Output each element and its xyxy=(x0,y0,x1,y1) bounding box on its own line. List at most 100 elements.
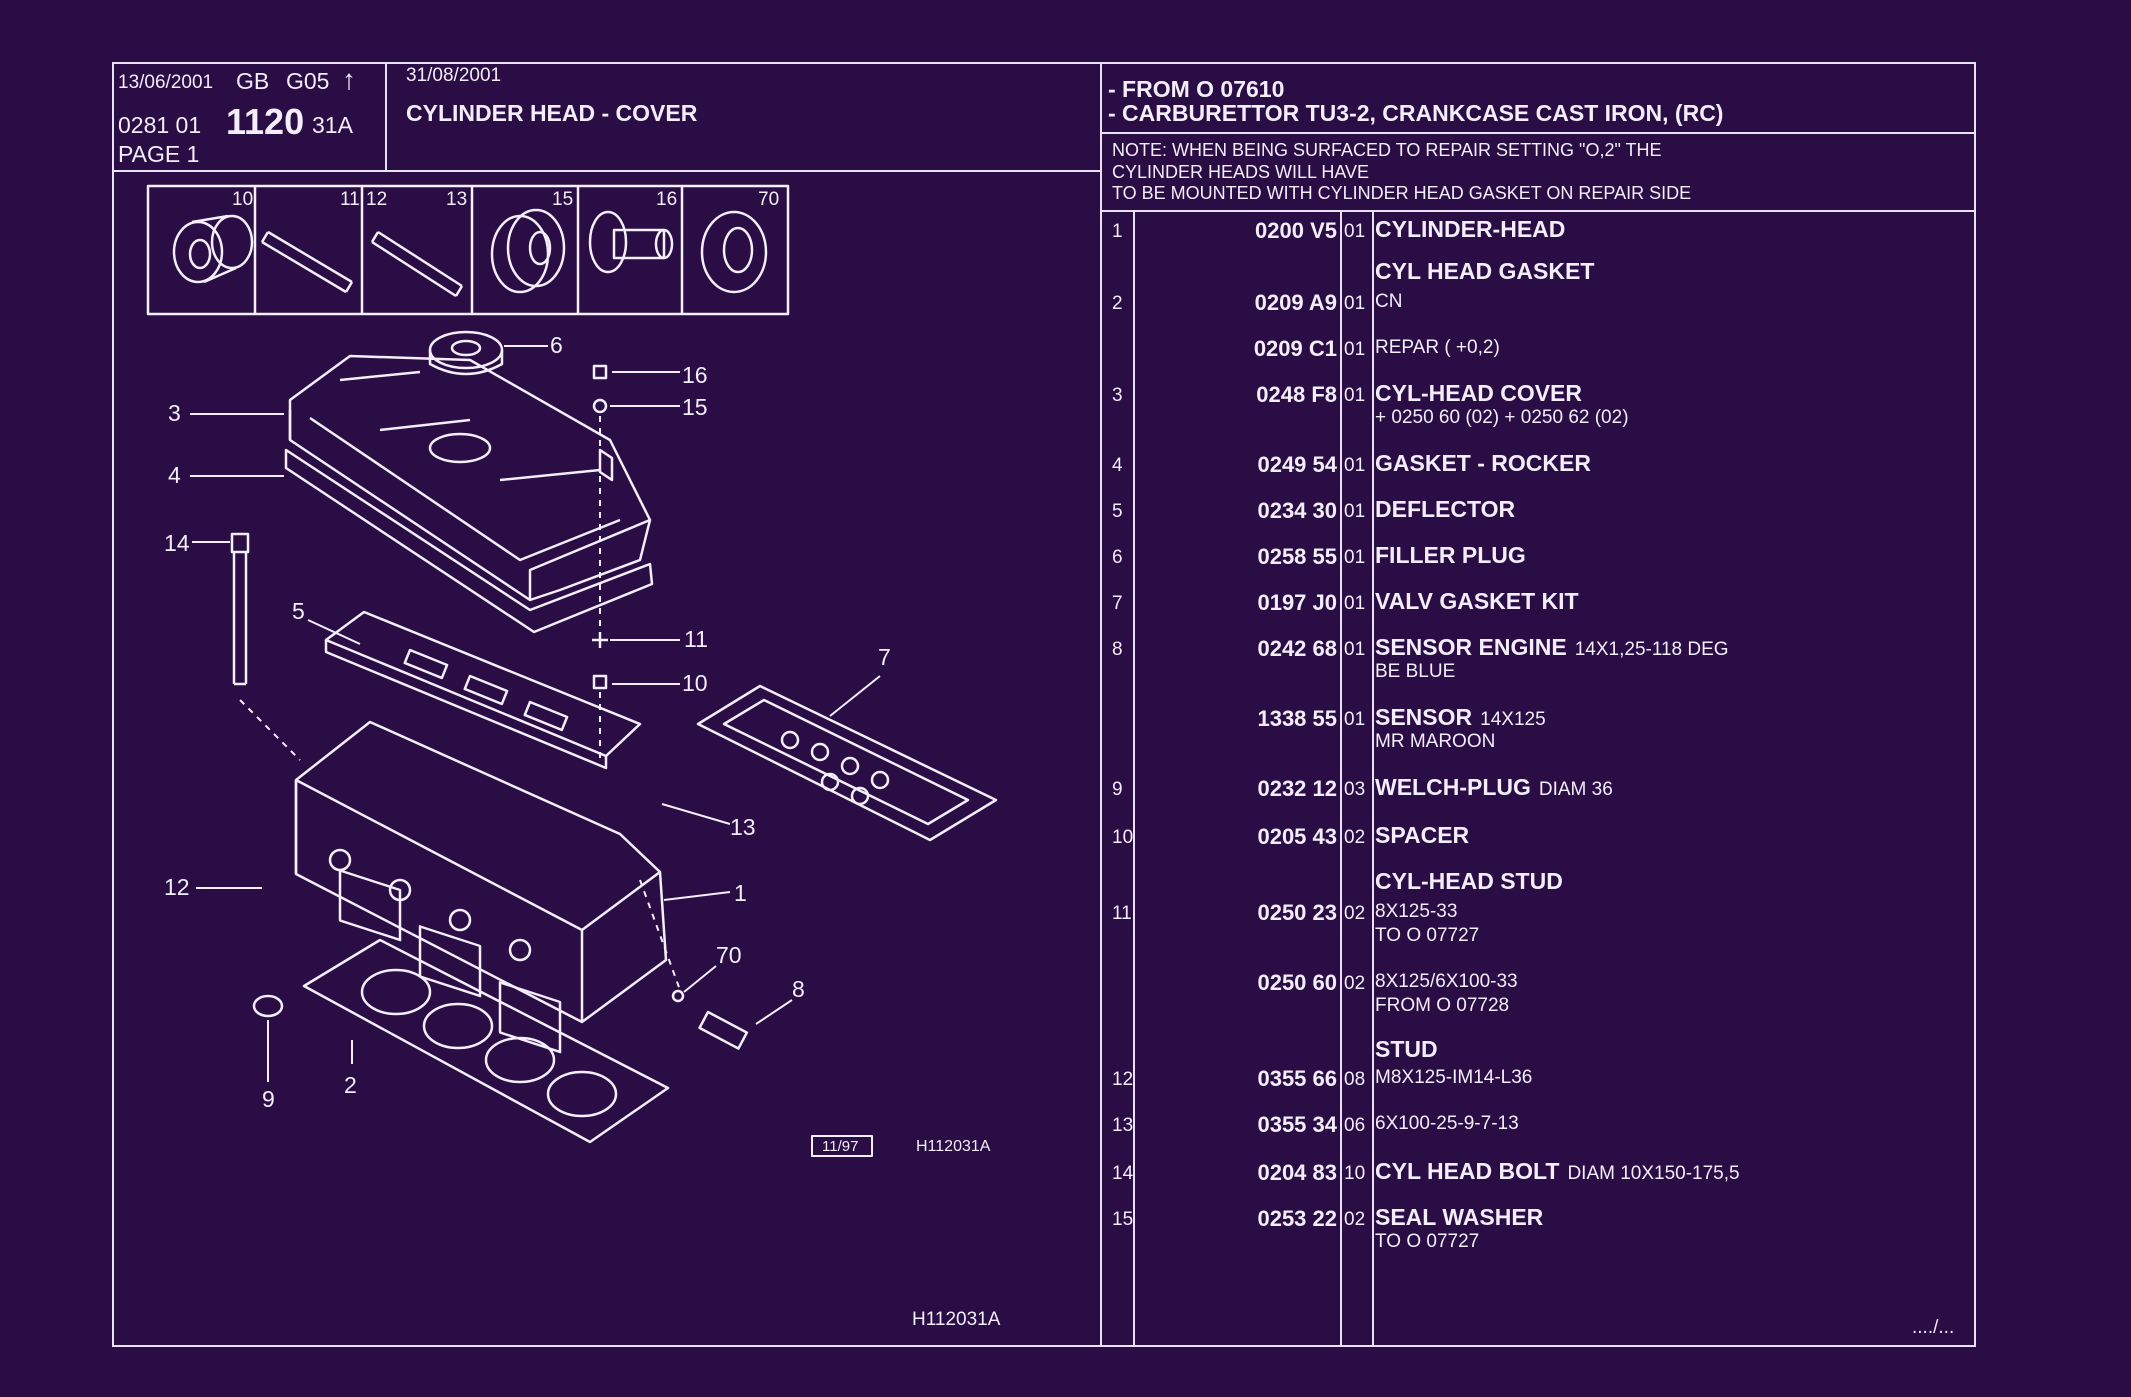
part-detail: 8X125/6X100-33 xyxy=(1375,971,1518,992)
part-reference: 0205 43 xyxy=(1257,824,1337,849)
part-name: STUD xyxy=(1375,1036,1438,1062)
part-spec: 14X125 xyxy=(1480,709,1546,730)
part-number: 5 xyxy=(1112,501,1123,522)
part-number: 11 xyxy=(1112,903,1132,924)
part-reference: 0209 C1 xyxy=(1253,336,1337,361)
part-number: 15 xyxy=(1112,1209,1134,1230)
part-detail: + 0250 60 (02) + 0250 62 (02) xyxy=(1375,407,1629,428)
part-reference: 1338 55 xyxy=(1257,706,1337,731)
header-group: G05 xyxy=(286,68,330,94)
header-code-prefix: 0281 01 xyxy=(118,112,202,138)
callout-4: 4 xyxy=(168,462,181,488)
part-detail: 6X100-25-9-7-13 xyxy=(1375,1113,1519,1134)
callout-15: 15 xyxy=(682,394,708,420)
part-quantity: 01 xyxy=(1344,593,1366,614)
part-number: 9 xyxy=(1112,779,1123,800)
part-quantity: 02 xyxy=(1344,827,1366,848)
part-name: SPACER xyxy=(1375,822,1470,848)
callout-7: 7 xyxy=(878,644,891,670)
callout-2: 2 xyxy=(344,1072,357,1098)
part-quantity: 10 xyxy=(1344,1163,1366,1184)
part-detail: M8X125-IM14-L36 xyxy=(1375,1067,1533,1088)
part-reference: 0209 A9 xyxy=(1254,290,1337,315)
part-reference: 0234 30 xyxy=(1257,498,1337,523)
part-number: 8 xyxy=(1112,639,1123,660)
part-name: CYL HEAD GASKET xyxy=(1375,258,1595,284)
part-name: FILLER PLUG xyxy=(1375,542,1526,568)
part-reference: 0200 V5 xyxy=(1255,218,1337,243)
header-rule-left xyxy=(112,170,1100,172)
part-detail: REPAR ( +0,2) xyxy=(1375,337,1500,358)
part-reference: 0253 22 xyxy=(1257,1206,1337,1231)
thumb-label-15: 15 xyxy=(552,189,574,210)
part-number: 6 xyxy=(1112,547,1123,568)
part-number: 4 xyxy=(1112,455,1123,476)
part-name: GASKET - ROCKER xyxy=(1375,450,1591,476)
part-name: VALV GASKET KIT xyxy=(1375,588,1579,614)
part-quantity: 02 xyxy=(1344,973,1366,994)
thumb-label-10: 10 xyxy=(232,189,254,210)
part-reference: 0232 12 xyxy=(1257,776,1337,801)
part-name: CYLINDER-HEAD xyxy=(1375,216,1566,242)
page-title: CYLINDER HEAD - COVER xyxy=(406,100,698,126)
part-number: 10 xyxy=(1112,827,1134,848)
part-quantity: 01 xyxy=(1344,547,1366,568)
part-quantity: 01 xyxy=(1344,501,1366,522)
part-number: 2 xyxy=(1112,293,1123,314)
header-arrow-icon: ↑ xyxy=(342,64,356,95)
callout-9: 9 xyxy=(262,1086,275,1112)
part-reference: 0355 34 xyxy=(1257,1112,1337,1137)
callout-1: 1 xyxy=(734,880,747,906)
part-spec: 14X1,25-118 DEG xyxy=(1574,639,1729,660)
part-reference: 0242 68 xyxy=(1257,636,1337,661)
header-from-line: - FROM O 07610 xyxy=(1108,76,1285,102)
part-quantity: 01 xyxy=(1344,385,1366,406)
header-date-right: 31/08/2001 xyxy=(406,65,502,86)
header-date-left: 13/06/2001 xyxy=(118,72,214,93)
part-detail: TO O 07727 xyxy=(1375,1231,1480,1252)
part-spec: DIAM 36 xyxy=(1538,779,1613,800)
part-detail: TO O 07727 xyxy=(1375,925,1480,946)
callout-12: 12 xyxy=(164,874,190,900)
center-divider xyxy=(1100,62,1102,1347)
part-quantity: 03 xyxy=(1344,779,1366,800)
part-detail: CN xyxy=(1375,291,1403,312)
part-number: 12 xyxy=(1112,1069,1134,1090)
diagram-ref-code: H112031A xyxy=(916,1138,991,1155)
callout-6: 6 xyxy=(550,332,563,358)
page-frame xyxy=(112,62,1976,1347)
header-code-main: 1120 xyxy=(226,101,305,142)
part-number: 13 xyxy=(1112,1115,1134,1136)
thumb-label-70: 70 xyxy=(758,189,780,210)
note-line-3: TO BE MOUNTED WITH CYLINDER HEAD GASKET … xyxy=(1112,183,1692,203)
callout-70: 70 xyxy=(716,942,742,968)
part-spec: DIAM 10X150-175,5 xyxy=(1567,1163,1740,1184)
part-number: 14 xyxy=(1112,1163,1134,1184)
thumb-label-16: 16 xyxy=(656,189,678,210)
thumb-label-13: 13 xyxy=(446,189,468,210)
part-name: CYL-HEAD COVER xyxy=(1375,380,1583,406)
note-line-2: CYLINDER HEADS WILL HAVE xyxy=(1112,162,1370,182)
ref-box-label: 11/97 xyxy=(822,1138,859,1155)
header-region: GB xyxy=(236,68,270,94)
part-detail: 8X125-33 xyxy=(1375,901,1458,922)
part-name: CYL-HEAD STUD xyxy=(1375,868,1563,894)
header-carb-line: - CARBURETTOR TU3-2, CRANKCASE CAST IRON… xyxy=(1108,100,1724,126)
part-quantity: 01 xyxy=(1344,293,1366,314)
part-quantity: 01 xyxy=(1344,455,1366,476)
part-number: 7 xyxy=(1112,593,1123,614)
part-reference: 0250 60 xyxy=(1257,970,1337,995)
note-rule xyxy=(1100,210,1976,212)
part-detail: FROM O 07728 xyxy=(1375,995,1510,1016)
part-number: 3 xyxy=(1112,385,1123,406)
part-detail: MR MAROON xyxy=(1375,731,1496,752)
part-quantity: 02 xyxy=(1344,903,1366,924)
bottom-ref-code: H112031A xyxy=(912,1309,1001,1330)
part-reference: 0249 54 xyxy=(1257,452,1337,477)
part-quantity: 02 xyxy=(1344,1209,1366,1230)
part-reference: 0355 66 xyxy=(1257,1066,1337,1091)
thumb-label-11: 11 xyxy=(340,189,360,210)
